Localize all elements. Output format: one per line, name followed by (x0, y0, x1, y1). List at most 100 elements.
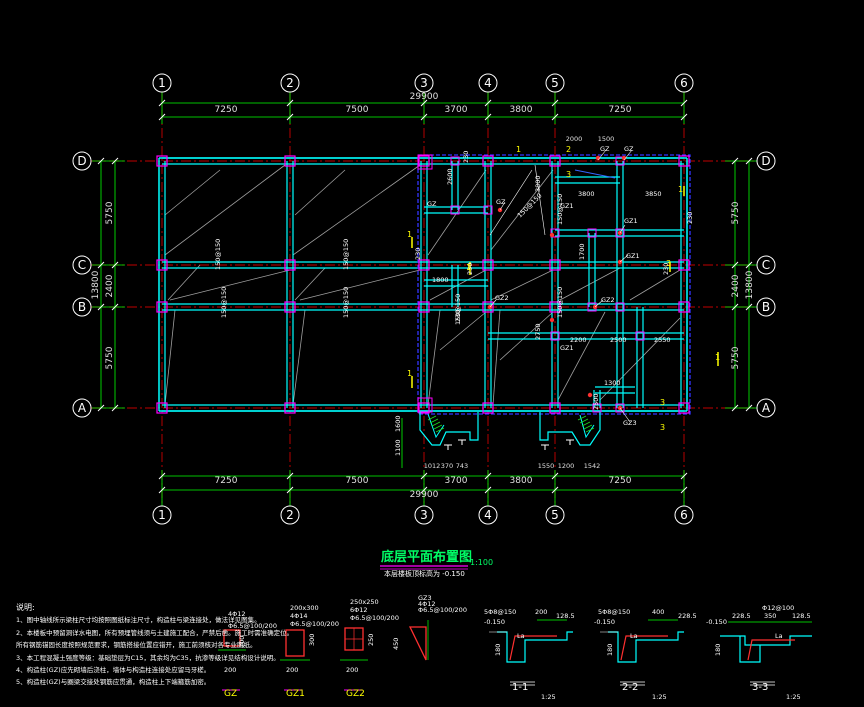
dim-tick (158, 99, 166, 107)
column (615, 403, 625, 413)
slab-rebar-mark: 150@150 (342, 239, 350, 270)
interior-dim: 230 (454, 310, 462, 322)
section-cut-mark: 1 (407, 369, 412, 378)
section-rebar: Φ12@100 (762, 604, 794, 612)
right-span-dim: 5750 (731, 201, 741, 224)
bottom-sub-dim: 1542 (584, 462, 601, 470)
bottom-sub-dim: 370 (441, 462, 453, 470)
dim-tick (97, 157, 105, 165)
note-line: 5、构造柱(GZ)与圈梁交接处钢筋应贯通，构造柱上下端箍筋加密。 (16, 677, 210, 686)
dim-tick (680, 99, 688, 107)
column-detail-gz3: GZ3 4Φ12 Φ6.5@100/200 450 (392, 594, 467, 650)
axis-label: D (77, 154, 86, 168)
dim-tick (286, 99, 294, 107)
dim-tick (158, 472, 166, 480)
member-label: GZ2 (495, 294, 509, 302)
axis-label: 5 (551, 76, 559, 90)
step-hatch (585, 427, 595, 433)
column (418, 155, 430, 167)
bottom-span-dim: 7250 (215, 476, 238, 486)
dim-tick (731, 303, 739, 311)
interior-dim: 3850 (645, 190, 662, 198)
section-elev: -0.150 (484, 618, 505, 626)
interior-dim: 1800 (432, 276, 449, 284)
axis-bubble-top-3: 3 (414, 73, 434, 93)
axis-bubble-bottom-2: 2 (280, 505, 300, 525)
axis-bubble-bottom-4: 4 (478, 505, 498, 525)
slab-span-line (164, 169, 221, 216)
column (615, 302, 625, 312)
column (550, 228, 560, 238)
axis-label: C (78, 258, 86, 272)
step-hatch (431, 421, 441, 427)
column (450, 205, 460, 215)
slab-rebar-mark: 150@150 (214, 239, 222, 270)
dim-tick (731, 404, 739, 412)
dim-tick (551, 472, 559, 480)
section-outline (497, 631, 573, 663)
column-section-triangle (408, 626, 427, 661)
bottom-span-dim: 7250 (609, 476, 632, 486)
column-section-box (285, 629, 305, 657)
step-hatch (581, 421, 591, 427)
right-dimensions: 13800 5750 2400 5750 (731, 201, 755, 369)
column (418, 259, 430, 271)
section-cut-mark: 3 (660, 398, 665, 407)
column-detail-gz: 4Φ12 Φ6.5@100/200 200 200 GZ (224, 610, 277, 699)
leader-line (619, 407, 631, 423)
column (482, 402, 494, 414)
column-detail-text: Φ6.5@100/200 (418, 606, 467, 614)
dim-tick (745, 404, 753, 412)
top-sub-dim: 2000 (566, 135, 583, 143)
section-cut-mark: 3 (666, 259, 671, 268)
right-total-dim: 13800 (745, 270, 755, 299)
interior-dim: 230 (686, 212, 694, 224)
axis-bubble-right-B: B (756, 297, 776, 317)
column-detail-text: 4Φ12 (228, 610, 246, 618)
axis-label: 2 (286, 76, 294, 90)
drawing-scale: 1:100 (470, 558, 493, 567)
dim-tick (111, 261, 119, 269)
slab-span-line (490, 269, 554, 301)
right-span-dim: 5750 (731, 346, 741, 369)
slab-rebar-mark: 150@150 (556, 287, 564, 318)
section-cut-mark: 1 (407, 230, 412, 239)
slab-span-line (557, 311, 606, 401)
axis-bubble-left-A: A (72, 398, 92, 418)
column (418, 402, 430, 414)
dim-tick (745, 303, 753, 311)
column-detail-gz2: 250x250 6Φ12 Φ6.5@100/200 200 250 GZ2 (346, 598, 399, 699)
section-rebar-line (509, 635, 557, 661)
gz-marker (587, 392, 593, 398)
member-label: GZ1 (626, 252, 640, 260)
slab-span-line (299, 269, 421, 301)
section-cut-mark: 2 (566, 145, 571, 154)
dim-tick (111, 157, 119, 165)
axis-label: C (762, 258, 770, 272)
section-dim: 350 (764, 612, 776, 620)
axis-label: 1 (158, 76, 166, 90)
dim-tick (420, 472, 428, 480)
leader-line (534, 164, 546, 236)
section-details: 5Φ8@150 200 128.5 -0.150 180 La 1-1 1:25… (484, 604, 811, 701)
column (549, 259, 561, 271)
column (284, 155, 296, 167)
axis-bubble-right-D: D (756, 151, 776, 171)
step-hatch (429, 418, 439, 424)
gz-marker (549, 317, 555, 323)
step-hatch (583, 424, 593, 430)
slab-span-line (492, 309, 501, 406)
leader-line (597, 149, 607, 161)
column (678, 402, 690, 414)
left-total-dim: 13800 (91, 270, 101, 299)
section-detail-1-1: 5Φ8@150 200 128.5 -0.150 180 La 1-1 1:25 (484, 608, 575, 701)
drawing-title: 底层平面布置图 (381, 549, 472, 565)
column (615, 228, 625, 238)
section-dim: 128.5 (556, 612, 575, 620)
dim-tick (111, 404, 119, 412)
step-hatch (433, 424, 443, 430)
column-detail-dim: 200 (286, 666, 298, 674)
member-label: GZ (600, 145, 610, 153)
slab-span-line (294, 267, 326, 301)
